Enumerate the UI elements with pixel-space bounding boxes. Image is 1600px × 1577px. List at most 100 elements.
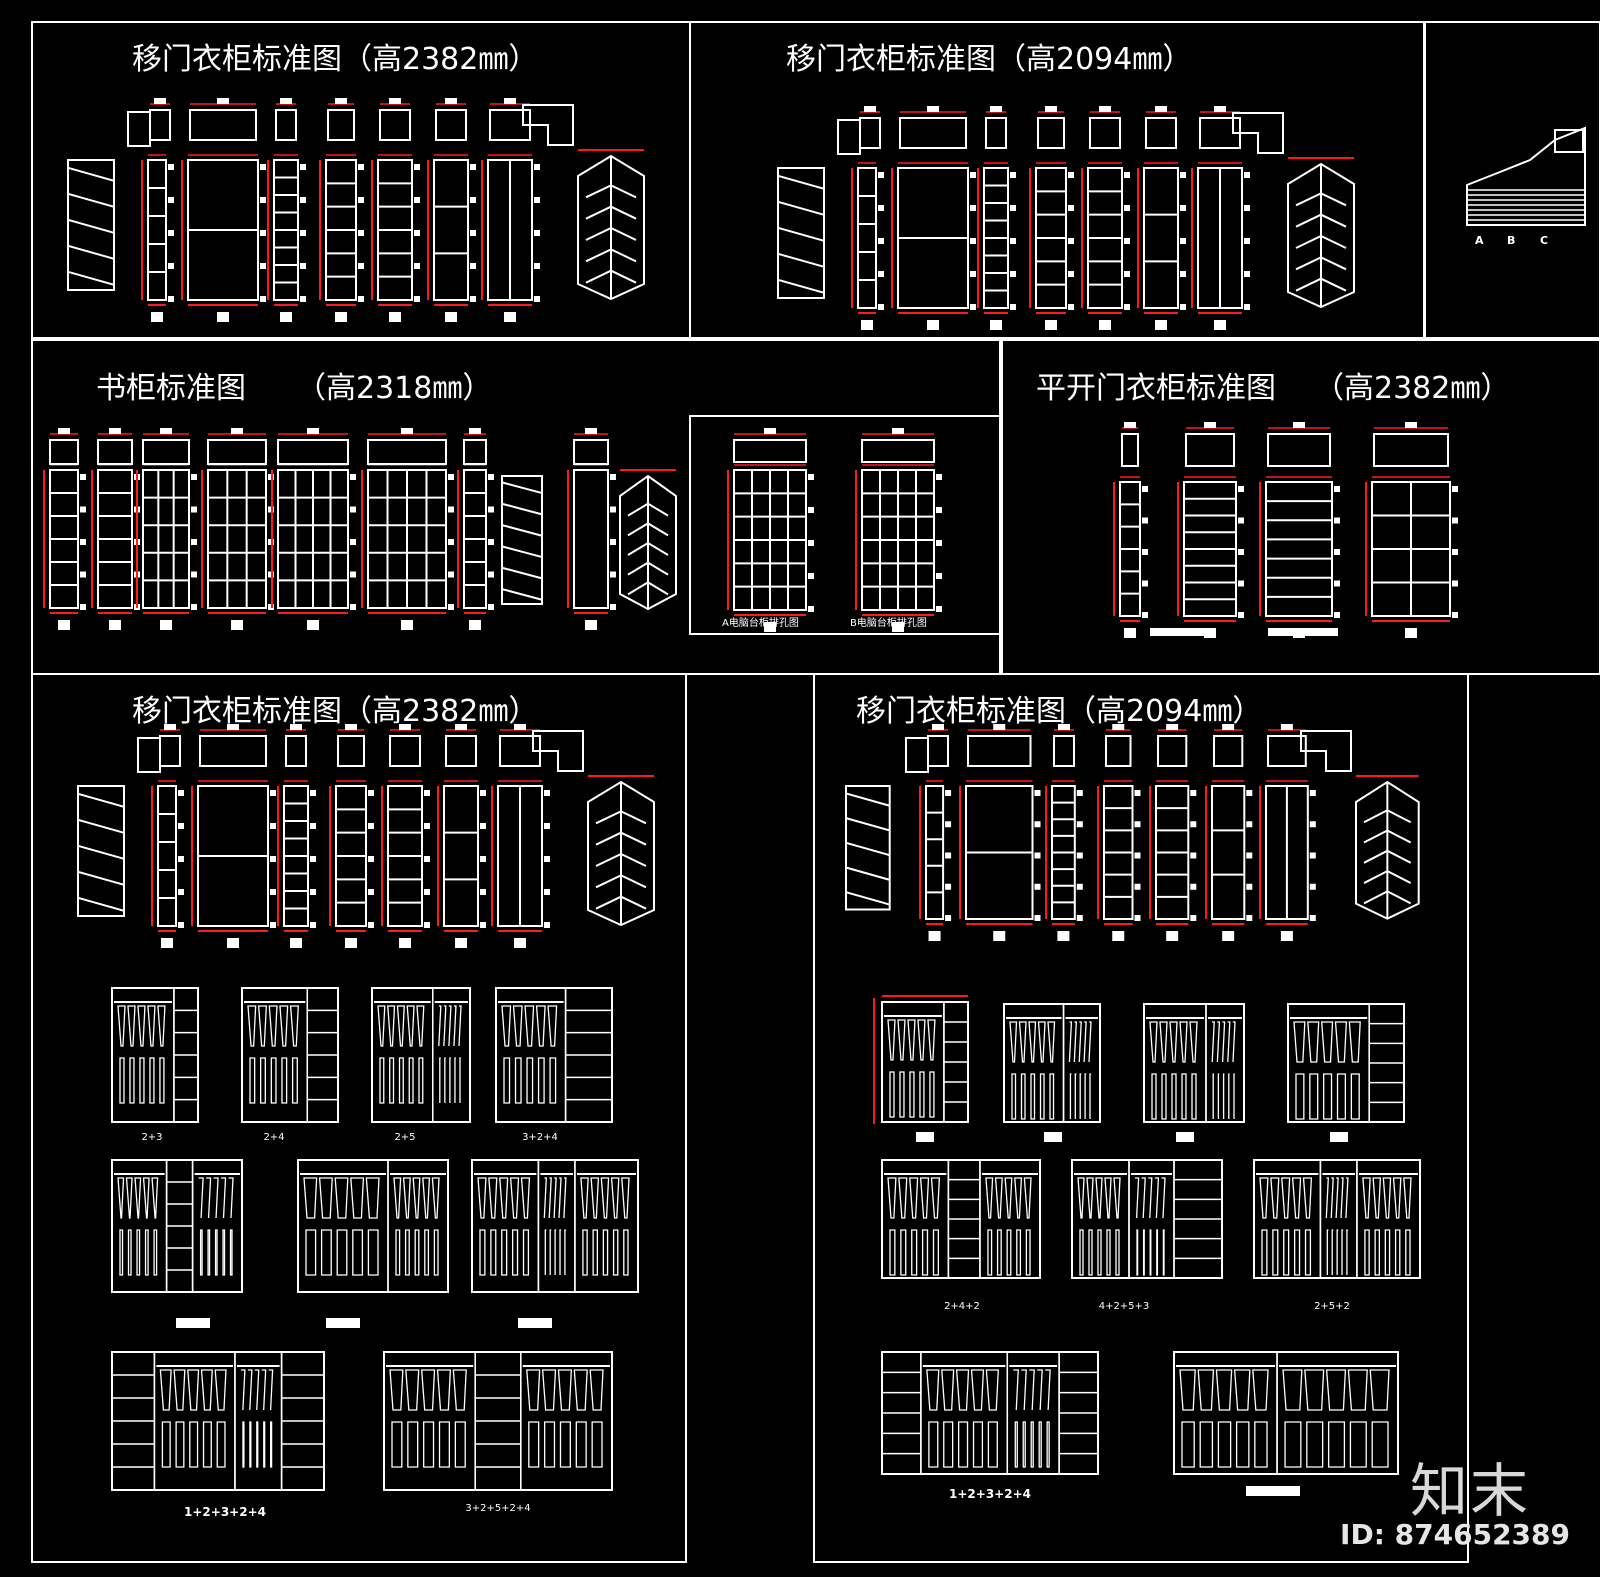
dimension-label bbox=[993, 724, 1006, 730]
top-view bbox=[389, 735, 421, 767]
dimension-tick bbox=[178, 889, 184, 895]
clothes-hanger bbox=[1191, 1073, 1197, 1120]
dimension-tick bbox=[610, 506, 616, 513]
top-view bbox=[1053, 735, 1075, 767]
clothes-hanger bbox=[582, 1229, 588, 1276]
corner-cabinet bbox=[845, 785, 891, 911]
clothes-hanger bbox=[1068, 1021, 1073, 1063]
dimension-tick bbox=[1238, 517, 1244, 524]
clothes-hanger bbox=[1325, 1369, 1347, 1411]
clothes-hanger bbox=[352, 1229, 364, 1276]
clothes-hanger bbox=[549, 1057, 557, 1104]
wardrobe-unit bbox=[1356, 1159, 1421, 1279]
dimension-tick bbox=[1142, 580, 1148, 587]
clothes-hanger bbox=[889, 1071, 895, 1118]
dimension-tick bbox=[350, 539, 356, 545]
dimension-label bbox=[585, 428, 597, 434]
clothes-hanger bbox=[928, 1421, 939, 1468]
clothes-hanger bbox=[1046, 1421, 1050, 1468]
clothes-hanger bbox=[216, 1421, 226, 1468]
top-view bbox=[149, 109, 171, 141]
dimension-tick bbox=[970, 205, 976, 211]
dimension-tick bbox=[191, 474, 197, 480]
clothes-hanger bbox=[387, 1005, 396, 1047]
clothes-hanger bbox=[1025, 1229, 1031, 1276]
clothes-hanger bbox=[448, 1005, 452, 1047]
clothes-hanger bbox=[1291, 1177, 1302, 1219]
top-view bbox=[327, 109, 355, 141]
corner-shelf bbox=[627, 581, 669, 596]
dimension-tick bbox=[1034, 821, 1041, 828]
dimension-tick bbox=[1142, 549, 1148, 555]
clothes-hanger bbox=[431, 1177, 440, 1219]
dimension-label bbox=[504, 98, 516, 104]
clothes-hanger bbox=[263, 1421, 266, 1468]
cabinet-outline bbox=[925, 785, 945, 920]
clothes-hanger bbox=[318, 1177, 333, 1219]
dimension-tick bbox=[1068, 304, 1074, 310]
dimension-tick bbox=[448, 506, 454, 513]
clothes-hanger bbox=[395, 1229, 401, 1276]
corner-shelf bbox=[777, 200, 825, 216]
clothes-hanger bbox=[1369, 1369, 1390, 1411]
dimension-label bbox=[280, 312, 292, 322]
clothes-hanger bbox=[1327, 1421, 1346, 1468]
dimension-tick bbox=[1452, 612, 1458, 618]
clothes-hanger bbox=[117, 1005, 126, 1047]
dimension-tick bbox=[1246, 852, 1253, 859]
combo-caption: 3+2+5+2+4 bbox=[465, 1503, 531, 1514]
corner-shelf bbox=[67, 166, 115, 182]
stair-box bbox=[1554, 129, 1584, 153]
corner-shelf bbox=[595, 810, 647, 825]
clothes-hanger bbox=[1023, 1177, 1032, 1219]
top-view bbox=[1037, 117, 1065, 149]
top-view bbox=[199, 735, 267, 767]
corner-shelf bbox=[77, 870, 125, 886]
dimension-tick bbox=[1334, 549, 1340, 555]
corner-cabinet bbox=[67, 159, 115, 291]
dimension-label bbox=[401, 428, 413, 434]
clothes-hanger bbox=[260, 1057, 266, 1104]
clothes-hanger bbox=[439, 1057, 441, 1103]
dimension-label bbox=[1280, 931, 1293, 941]
dimension-label bbox=[518, 1318, 552, 1328]
clothes-hanger bbox=[1179, 1021, 1188, 1063]
dimension-label bbox=[217, 98, 229, 104]
panel-border bbox=[31, 673, 687, 1563]
clothes-hanger bbox=[1030, 1421, 1034, 1468]
dimension-label bbox=[1155, 106, 1167, 112]
clothes-hanger bbox=[1221, 1021, 1226, 1063]
clothes-hanger bbox=[957, 1421, 969, 1468]
dimension-tick bbox=[1010, 304, 1016, 310]
dimension-tick bbox=[424, 922, 430, 928]
title-bookcase-height: （高2318㎜） bbox=[296, 371, 493, 406]
dimension-tick bbox=[178, 922, 184, 928]
clothes-hanger bbox=[1259, 1177, 1269, 1219]
dimension-tick bbox=[1142, 612, 1148, 618]
wardrobe-combo bbox=[297, 1159, 449, 1293]
dimension-label bbox=[151, 312, 163, 322]
dimension-tick bbox=[936, 540, 942, 546]
clothes-hanger bbox=[1347, 1369, 1368, 1411]
clothes-hanger bbox=[127, 1229, 132, 1276]
corner-shelf bbox=[501, 481, 543, 495]
clothes-hanger bbox=[1016, 1229, 1022, 1276]
dimension-tick bbox=[191, 539, 197, 545]
clothes-hanger bbox=[1405, 1229, 1411, 1276]
clothes-hanger bbox=[418, 1057, 424, 1104]
dimension-tick bbox=[808, 573, 814, 579]
clothes-hanger bbox=[1181, 1421, 1195, 1468]
dimension-tick bbox=[878, 238, 884, 244]
clothes-hanger bbox=[907, 1019, 916, 1061]
clothes-hanger bbox=[247, 1369, 253, 1411]
clothes-hanger bbox=[1181, 1073, 1187, 1120]
corner-shelf bbox=[585, 269, 637, 284]
corner-shelf bbox=[77, 818, 125, 834]
clothes-hanger bbox=[1392, 1177, 1402, 1219]
dimension-label bbox=[161, 938, 173, 948]
clothes-hanger bbox=[408, 1057, 414, 1104]
clothes-hanger bbox=[1350, 1073, 1360, 1120]
title-hinged-height: （高2382㎜） bbox=[1314, 371, 1511, 406]
clothes-hanger bbox=[1340, 1177, 1344, 1219]
dimension-label bbox=[1222, 931, 1235, 941]
